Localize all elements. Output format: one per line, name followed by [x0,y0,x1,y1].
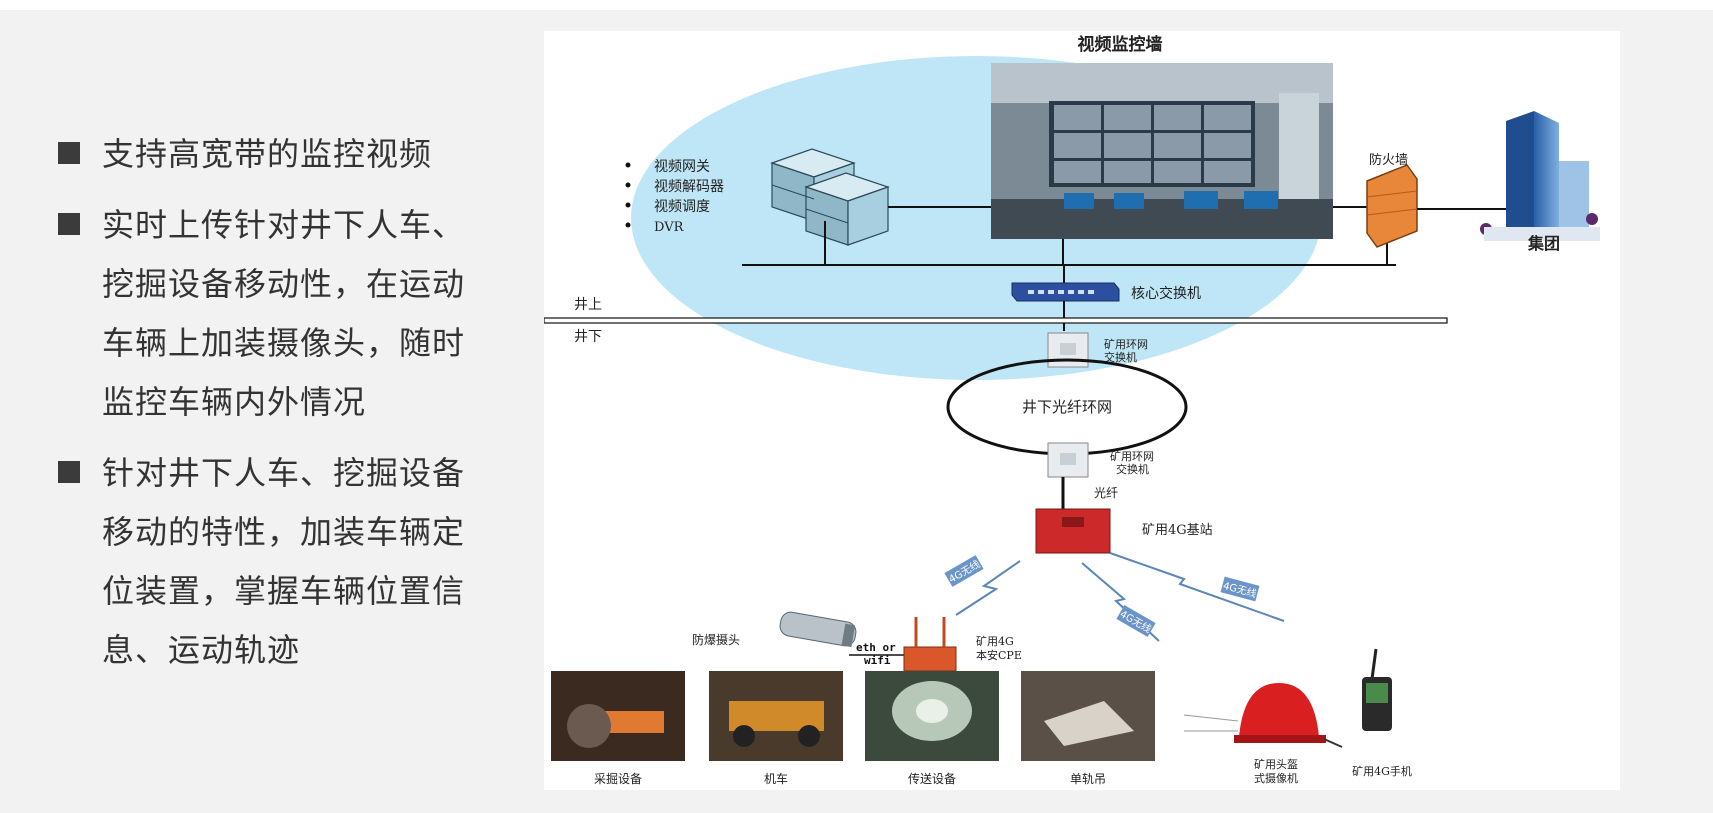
bullet-text: 实时上传针对井下人车、挖掘设备移动性，在运动车辆上加装摄像头，随时监控车辆内外情… [102,206,466,421]
core-switch-icon [1011,282,1120,302]
explosion-proof-camera-icon [779,611,857,648]
bullet-text: 针对井下人车、挖掘设备移动的特性，加装车辆定位装置，掌握车辆位置信息、运动轨迹 [102,454,466,669]
wireless-tag: 4G无线 [944,555,984,587]
camera-label: 防爆摄头 [692,632,740,647]
helmet-camera-label: 式摄像机 [1254,771,1298,785]
device-label: 机车 [764,771,788,786]
top-band [0,0,1713,10]
ground-divider [544,317,1448,324]
ring-switch-icon [1047,332,1089,368]
square-bullet-icon [58,461,80,483]
bullet-item: 支持高宽带的监控视频 [58,125,498,184]
eth-wifi-label: eth or [856,641,896,654]
list-item: 视频网关 [654,159,710,175]
fiber-label: 光纤 [1094,486,1118,500]
wireless-tag: 4G无线 [1220,576,1260,602]
title: 视频监控墙 [1078,34,1163,55]
bullet-list: 支持高宽带的监控视频 实时上传针对井下人车、挖掘设备移动性，在运动车辆上加装摄像… [58,125,498,692]
helmet-camera-label: 矿用头盔 [1254,757,1298,771]
fiber-ring-label: 井下光纤环网 [1022,398,1112,416]
group-label: 集团 [1527,234,1560,253]
list-item: 视频解码器 [654,179,724,195]
bullet-text: 支持高宽带的监控视频 [102,135,433,173]
device-label: 传送设备 [908,771,956,786]
server-rack-icon [770,148,890,246]
wireless-links [955,552,1285,642]
base-station-icon [1035,508,1111,554]
ring-switch-label: 交换机 [1116,462,1149,476]
firewall-label: 防火墙 [1369,152,1408,168]
base-station-label: 矿用4G基站 [1142,523,1213,538]
bullet-item: 实时上传针对井下人车、挖掘设备移动性，在运动车辆上加装摄像头，随时监控车辆内外情… [58,196,498,432]
helmet-camera-icon [1183,683,1343,748]
underground-label: 井下 [574,329,602,345]
device-label: 单轨吊 [1070,772,1106,786]
building-icon [1480,111,1600,241]
conveyor-image [865,671,999,761]
ring-switch-icon [1047,442,1089,478]
diagram-canvas: 视频监控墙 [544,34,1600,786]
ring-switch-label: 矿用环网 [1104,338,1148,351]
locomotive-image [709,671,843,761]
video-wall-image [991,63,1333,239]
cpe-label: 矿用4G [976,635,1014,648]
list-item: DVR [654,220,685,235]
network-diagram: 视频监控墙 [544,31,1620,790]
mining-phone-icon [1362,648,1392,731]
ring-switch-label: 矿用环网 [1110,450,1154,463]
wireless-tag: 4G无线 [1116,605,1156,637]
core-switch-label: 核心交换机 [1131,285,1201,302]
phone-label: 矿用4G手机 [1352,764,1412,778]
device-label: 采掘设备 [594,771,642,786]
square-bullet-icon [58,142,80,164]
cpe-icon [903,617,957,672]
list-item: 视频调度 [654,199,710,215]
bullet-item: 针对井下人车、挖掘设备移动的特性，加装车辆定位装置，掌握车辆位置信息、运动轨迹 [58,444,498,680]
eth-wifi-label: wifi [864,654,891,667]
mining-equipment-image [551,671,685,761]
monorail-image [1021,671,1155,761]
square-bullet-icon [58,213,80,235]
firewall-icon [1366,164,1418,248]
cpe-label: 本安CPE [976,648,1022,662]
above-ground-label: 井上 [574,297,602,313]
ring-switch-label: 交换机 [1104,350,1137,364]
video-function-list: 视频网关 视频解码器 视频调度 DVR [625,159,724,235]
